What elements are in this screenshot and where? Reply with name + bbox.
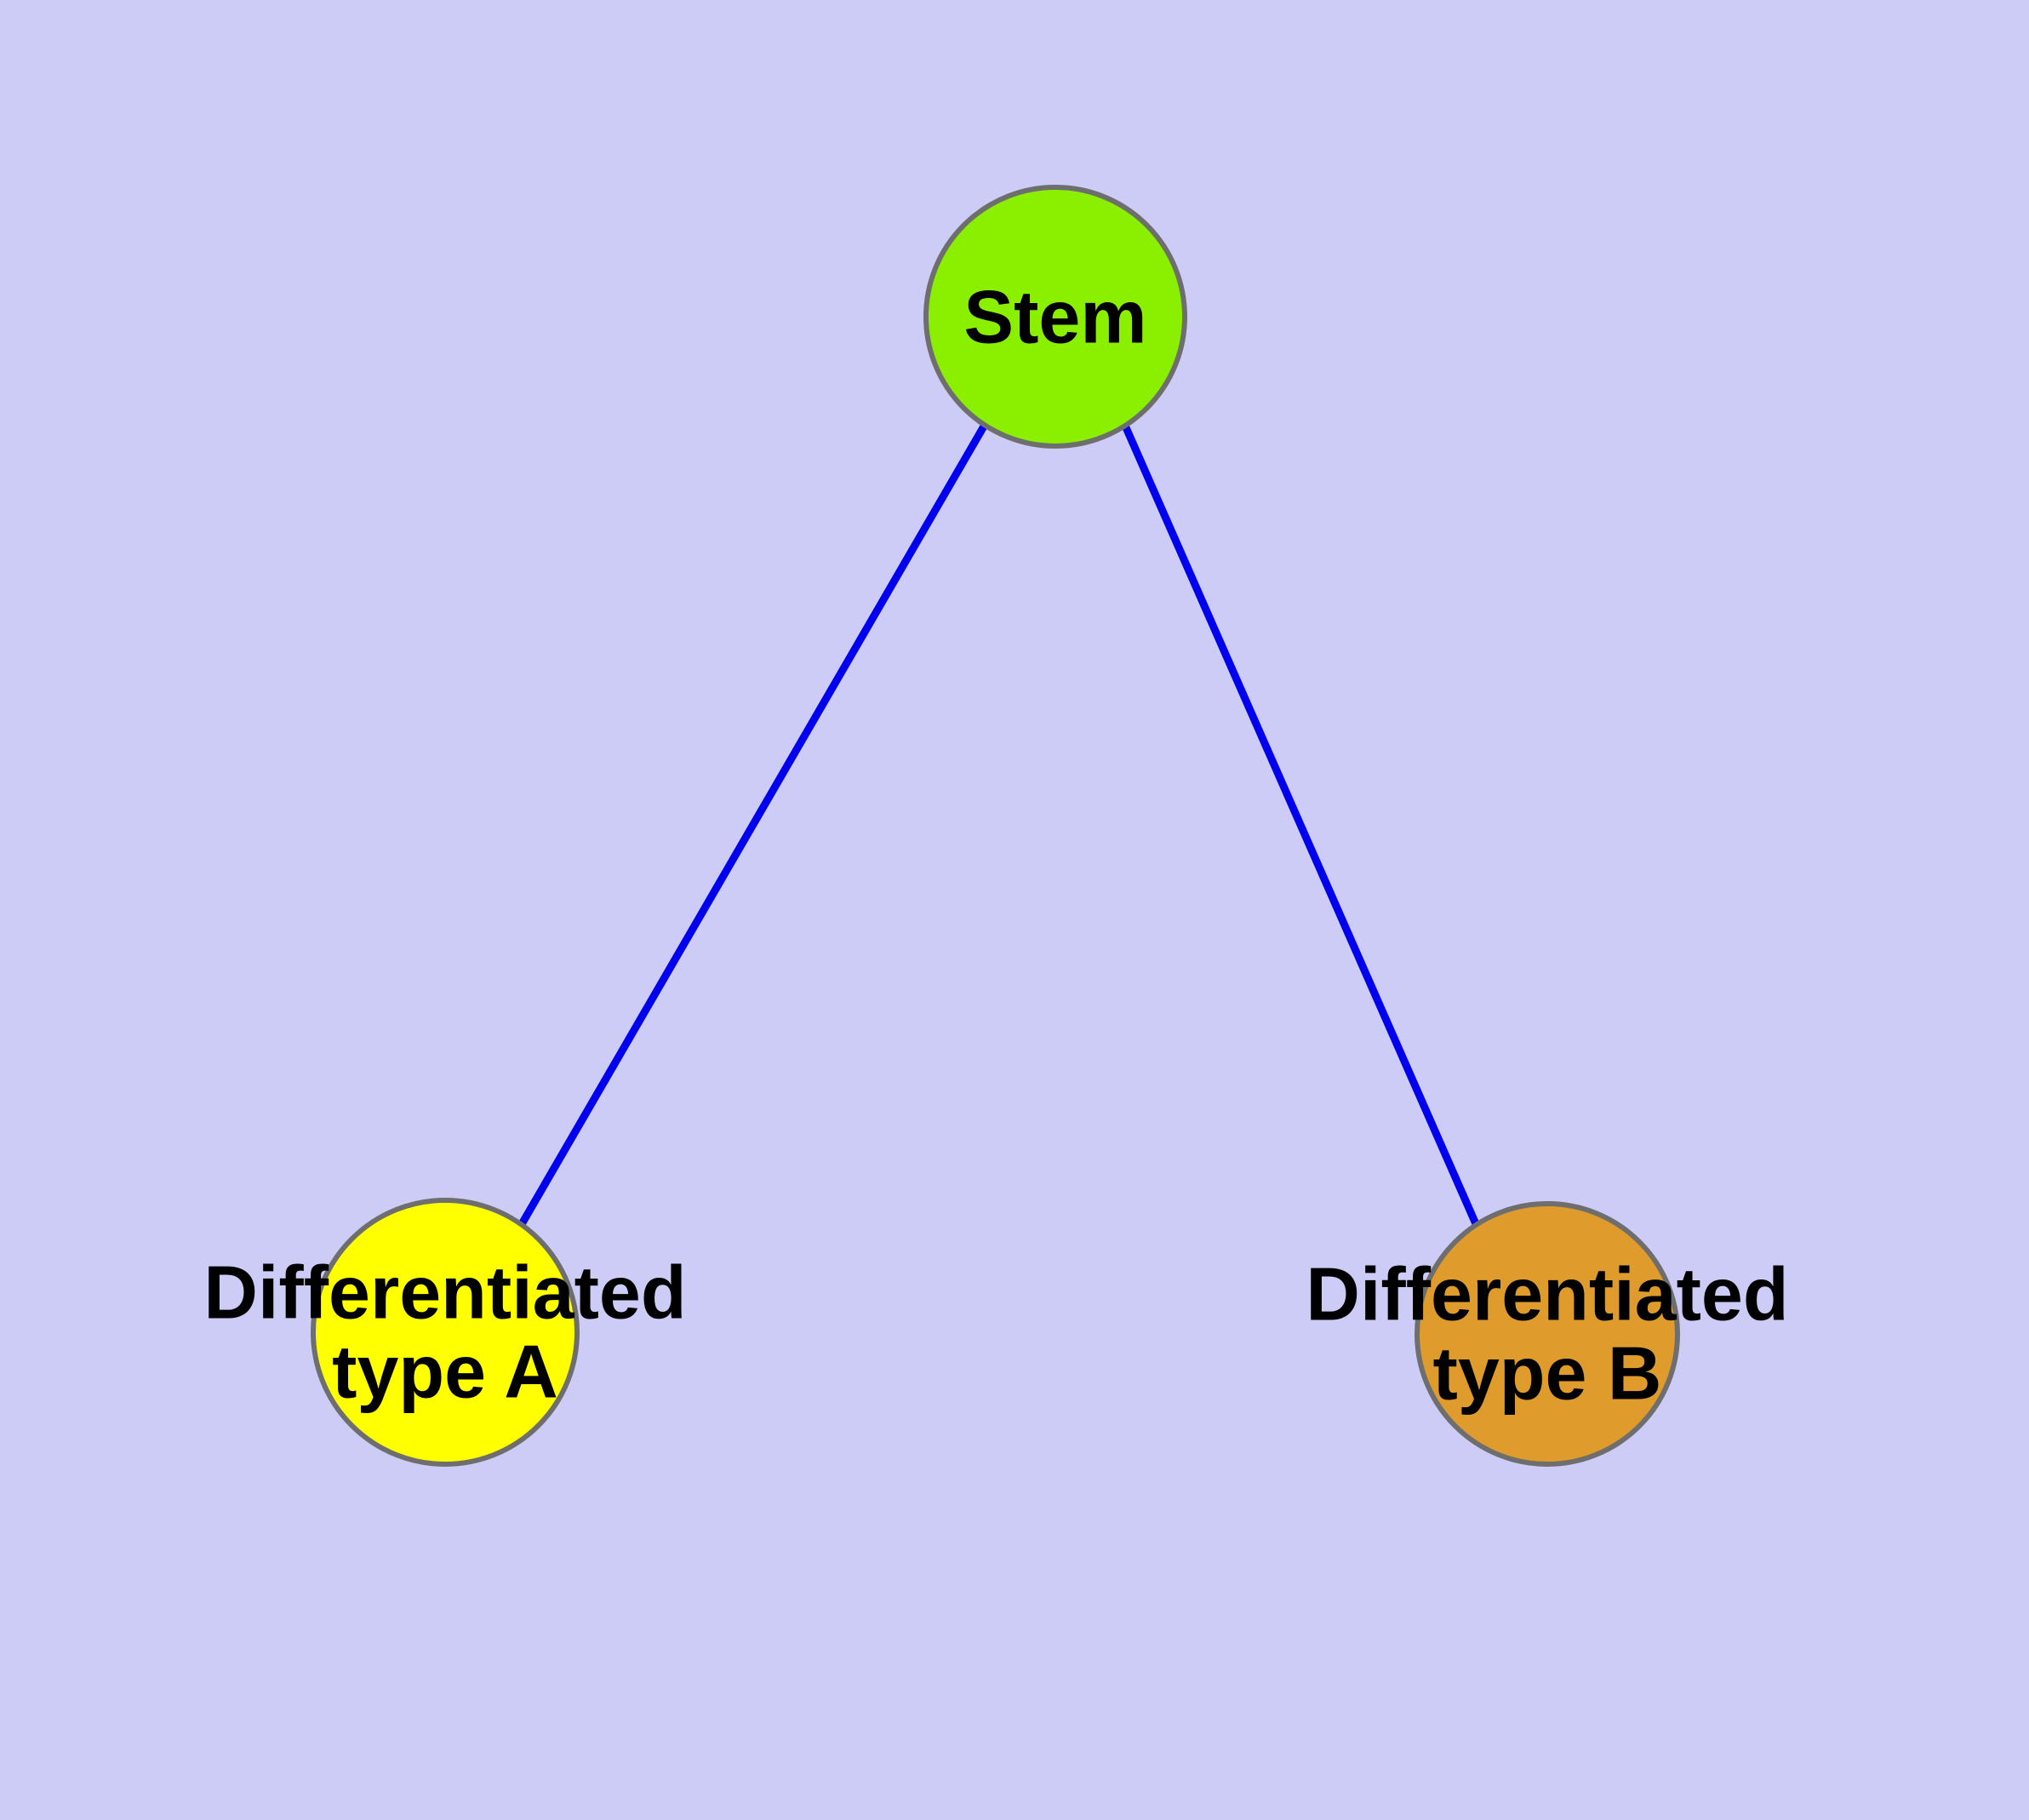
edge-stem-to-diff-b[interactable] bbox=[1121, 424, 1481, 1228]
node-differentiated-type-b[interactable] bbox=[1415, 1201, 1680, 1467]
node-stem[interactable] bbox=[923, 185, 1187, 449]
edge-stem-to-diff-a[interactable] bbox=[518, 422, 988, 1227]
node-layer bbox=[311, 185, 1680, 1467]
node-differentiated-type-a[interactable] bbox=[311, 1198, 580, 1467]
edge-layer bbox=[518, 422, 1481, 1228]
